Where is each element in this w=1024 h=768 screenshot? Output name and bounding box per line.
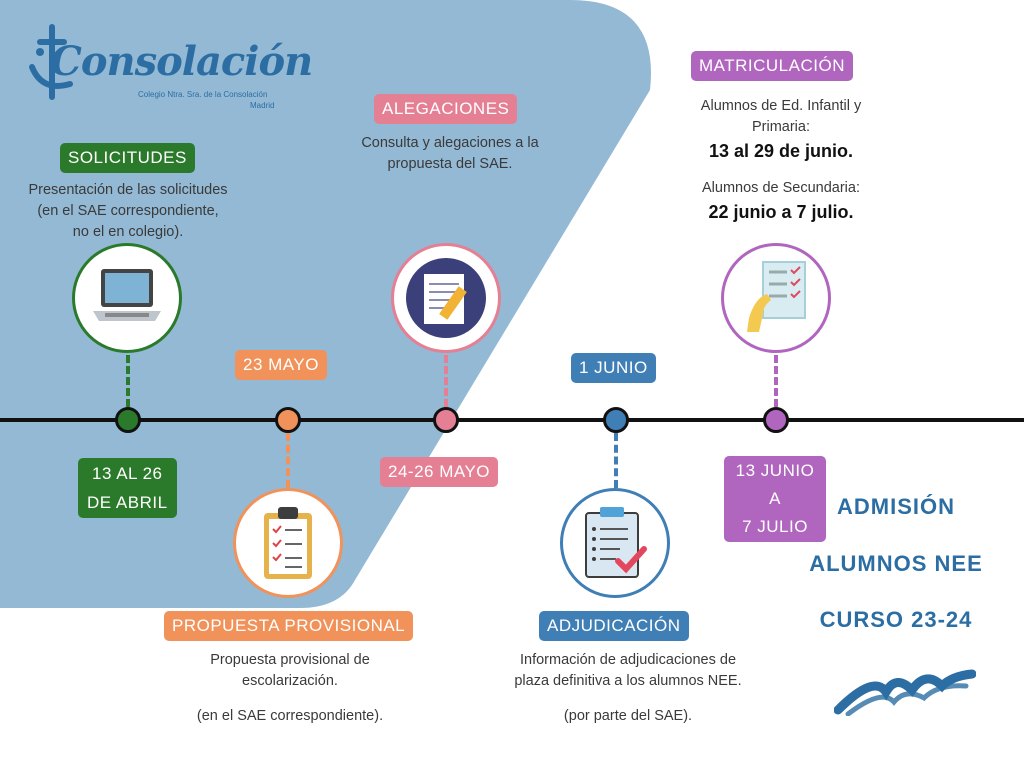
adjudicacion-desc-line-1: Información de adjudicaciones de [519, 652, 737, 668]
adjudicacion-desc-gap [490, 692, 766, 706]
alegaciones-desc-line-2: propuesta del SAE. [387, 156, 513, 172]
laptop-icon [93, 269, 161, 321]
alegaciones-connector [444, 355, 448, 407]
adjudicacion-desc-line-3: (por parte del SAE). [563, 708, 693, 724]
solicitudes-desc-line-1: Presentación de las solicitudes [28, 182, 228, 198]
solicitudes-desc-line-3: no el en colegio). [72, 224, 184, 240]
propuesta-desc-line-1: Propuesta provisional de [210, 652, 370, 668]
matriculacion-icon-circle [721, 243, 831, 353]
cross-logo-icon [29, 24, 73, 100]
logo-city: Madrid [250, 101, 275, 110]
solicitudes-title: SOLICITUDES [60, 143, 195, 173]
alegaciones-dot [433, 407, 459, 433]
solicitudes-desc-line-2: (en el SAE correspondiente, [37, 203, 219, 219]
adjudicacion-connector [614, 433, 618, 488]
logo-name: Consolación [50, 38, 313, 85]
propuesta-desc-line-2: escolarización. [242, 673, 338, 689]
brush-stroke-logo [834, 669, 976, 716]
solicitudes-icon-circle [72, 243, 182, 353]
alegaciones-title: ALEGACIONES [374, 94, 518, 124]
solicitudes-connector [126, 355, 130, 407]
matriculacion-infantil-label: Alumnos de Ed. Infantil y Primaria: [700, 98, 862, 135]
propuesta-dot [275, 407, 301, 433]
alegaciones-date: 24-26 MAYO [380, 457, 499, 487]
solicitudes-description: Presentación de las solicitudes (en el S… [10, 180, 246, 243]
heading-line-2: ALUMNOS NEE [809, 551, 983, 576]
alegaciones-icon-circle [391, 243, 501, 353]
matriculacion-desc-gap [670, 164, 892, 178]
propuesta-icon-circle [233, 488, 343, 598]
matriculacion-title: MATRICULACIÓN [691, 51, 853, 81]
propuesta-desc-line-3: (en el SAE correspondiente). [196, 708, 384, 724]
matriculacion-connector [774, 355, 778, 407]
alegaciones-description: Consulta y alegaciones a la propuesta de… [330, 133, 570, 175]
adjudicacion-icon-circle [560, 488, 670, 598]
matriculacion-date-text: 13 JUNIO A 7 JULIO [735, 461, 815, 536]
matriculacion-date: 13 JUNIO A 7 JULIO [724, 456, 826, 542]
heading-line-1: ADMISIÓN [837, 494, 955, 519]
clipboard-icon [264, 507, 312, 579]
heading-line-3: CURSO 23-24 [819, 607, 973, 632]
alegaciones-desc-line-1: Consulta y alegaciones a la [361, 135, 539, 151]
document-pencil-icon [406, 258, 486, 338]
matriculacion-infantil-dates: 13 al 29 de junio. [708, 141, 854, 161]
hand-form-icon [747, 261, 806, 332]
adjudicacion-date: 1 JUNIO [571, 353, 656, 383]
solicitudes-date: 13 AL 26 DE ABRIL [78, 458, 177, 518]
propuesta-title: PROPUESTA PROVISIONAL [164, 611, 414, 641]
matriculacion-secundaria-label: Alumnos de Secundaria: [702, 180, 860, 196]
propuesta-connector [286, 433, 290, 488]
matriculacion-description: Alumnos de Ed. Infantil y Primaria: 13 a… [670, 96, 892, 225]
adjudicacion-dot [603, 407, 629, 433]
matriculacion-secundaria-dates: 22 junio a 7 julio. [708, 202, 854, 222]
solicitudes-dot [115, 407, 141, 433]
adjudicacion-desc-line-2: plaza definitiva a los alumnos NEE. [514, 673, 742, 689]
logo-subtitle: Colegio Ntra. Sra. de la Consolación [138, 90, 268, 99]
propuesta-description: Propuesta provisional de escolarización.… [150, 650, 430, 727]
solicitudes-date-text: 13 AL 26 DE ABRIL [87, 464, 168, 512]
propuesta-date: 23 MAYO [235, 350, 327, 380]
matriculacion-dot [763, 407, 789, 433]
adjudicacion-title: ADJUDICACIÓN [539, 611, 689, 641]
checklist-icon [585, 507, 647, 578]
school-logo: Consolación Colegio Ntra. Sra. de la Con… [22, 22, 313, 117]
propuesta-desc-gap [150, 692, 430, 706]
adjudicacion-description: Información de adjudicaciones de plaza d… [490, 650, 766, 727]
